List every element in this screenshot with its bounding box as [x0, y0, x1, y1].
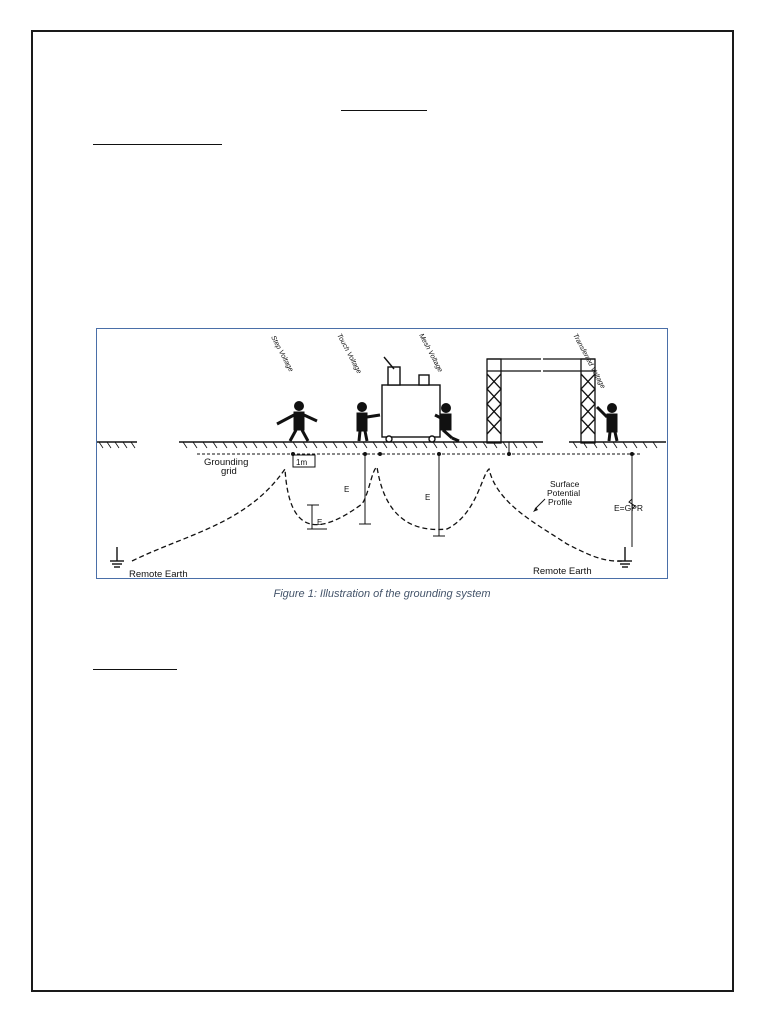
- section-heading-underline-1: [93, 144, 222, 145]
- label-surface-1: Surface: [550, 479, 580, 489]
- section-heading-underline-2: [93, 669, 177, 670]
- label-one-meter: 1m: [296, 458, 307, 467]
- person-step: [276, 401, 318, 442]
- person-transferred: [595, 403, 619, 442]
- label-remote-earth-right: Remote Earth: [533, 566, 592, 577]
- remote-earth-right-symbol: [618, 547, 632, 568]
- surface-potential-profile: [131, 466, 623, 562]
- one-meter-box: [292, 454, 316, 468]
- figure-caption: Figure 1: Illustration of the grounding …: [273, 588, 491, 600]
- transformer-equipment: [381, 356, 441, 443]
- transmission-tower: [486, 358, 596, 444]
- title-underline: [341, 110, 427, 111]
- label-grounding-grid-2: grid: [221, 466, 237, 477]
- grounding-system-figure: Step Voltage Touch Voltage Mesh Voltage …: [96, 328, 668, 579]
- page-border: [31, 30, 734, 992]
- label-surface-2: Potential: [547, 488, 580, 498]
- label-step-voltage: Step Voltage: [269, 335, 294, 374]
- label-e-gpr: E=GPR: [614, 503, 643, 513]
- label-surface-3: Profile: [548, 497, 572, 507]
- label-touch-voltage: Touch Voltage: [335, 333, 362, 375]
- grounding-diagram: Step Voltage Touch Voltage Mesh Voltage …: [97, 333, 666, 577]
- label-remote-earth-left: Remote Earth: [129, 569, 188, 577]
- person-mesh: [434, 403, 460, 443]
- label-e-touch: E: [344, 485, 349, 494]
- label-grounding-grid-1: Grounding: [204, 457, 248, 468]
- label-mesh-voltage: Mesh Voltage: [417, 333, 443, 374]
- label-e-step: E: [317, 518, 322, 527]
- label-e-mesh: E: [425, 493, 430, 502]
- person-touch: [356, 402, 381, 442]
- remote-earth-left-symbol: [110, 547, 124, 568]
